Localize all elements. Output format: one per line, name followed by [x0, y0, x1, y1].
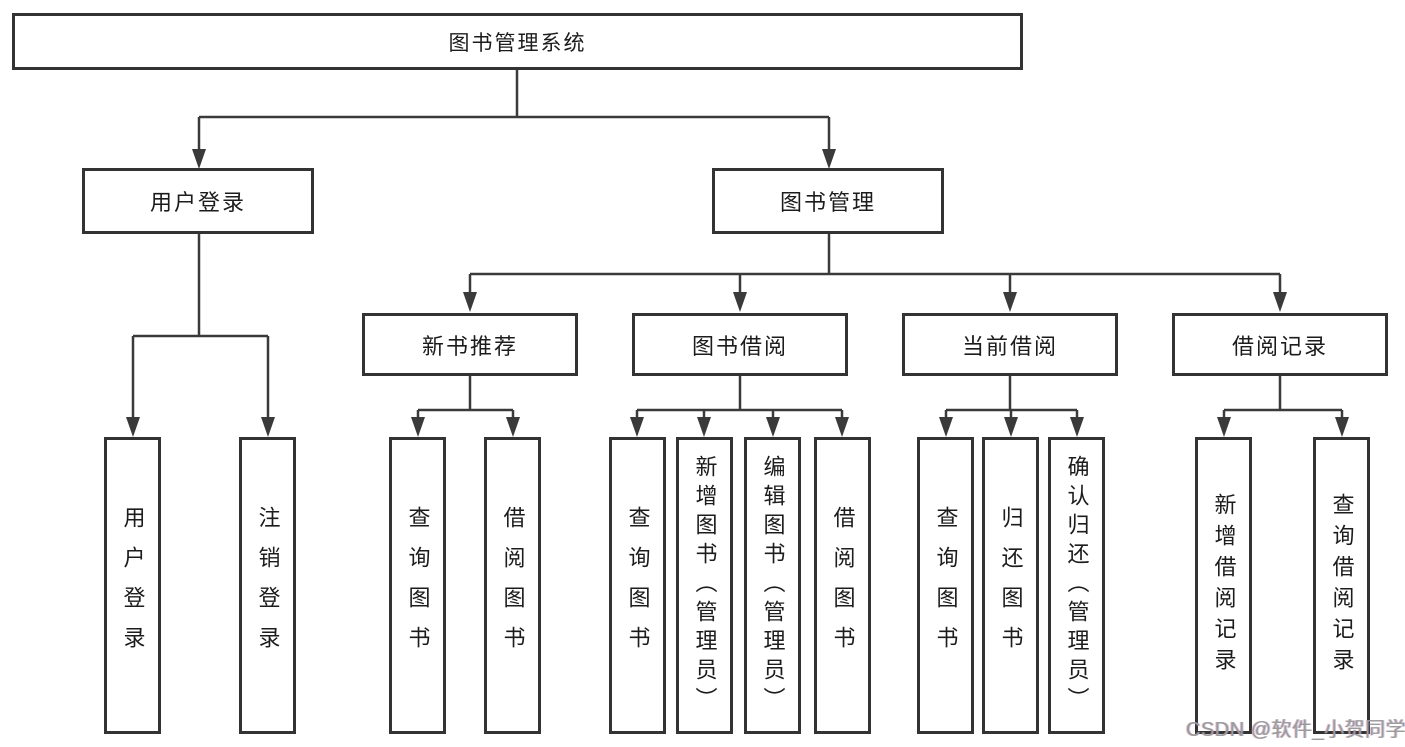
leaf-current-return-label: 归还图书 — [998, 505, 1024, 666]
arrowhead — [835, 417, 849, 437]
arrowhead — [766, 417, 780, 437]
leaf-records-query: 查询借阅记录 — [1313, 437, 1370, 734]
leaf-records-query-label: 查询借阅记录 — [1329, 492, 1355, 679]
leaf-borrow-query: 查询图书 — [609, 437, 666, 734]
leaf-borrow-borrow-label: 借阅图书 — [830, 505, 856, 666]
watermark: CSDN @软件_小贺同学 — [1186, 719, 1405, 741]
leaf-borrow-add-label: 新增图书（管理员） — [692, 455, 718, 716]
arrowhead — [630, 417, 644, 437]
leaf-borrow-edit-label: 编辑图书（管理员） — [760, 455, 786, 716]
node-book-borrow-label: 图书借阅 — [691, 333, 788, 359]
arrowhead — [1217, 417, 1231, 437]
leaf-newbook-query: 查询图书 — [389, 437, 446, 734]
node-user-login-label: 用户登录 — [149, 190, 246, 215]
arrowhead — [463, 292, 477, 312]
leaf-current-confirm: 确认归还（管理员） — [1048, 437, 1105, 734]
node-book-borrow: 图书借阅 — [632, 313, 848, 376]
leaf-records-add: 新增借阅记录 — [1195, 437, 1252, 734]
leaf-current-return: 归还图书 — [982, 437, 1039, 734]
leaf-logout-label: 注销登录 — [255, 505, 281, 666]
leaf-user-login: 用户登录 — [104, 437, 161, 734]
arrowhead — [939, 417, 953, 437]
node-borrow-records-label: 借阅记录 — [1231, 333, 1328, 359]
arrowhead — [1070, 417, 1084, 437]
leaf-current-query-label: 查询图书 — [933, 505, 959, 666]
leaf-logout: 注销登录 — [239, 437, 296, 734]
leaf-borrow-add: 新增图书（管理员） — [676, 437, 733, 734]
leaf-borrow-borrow: 借阅图书 — [814, 437, 871, 734]
arrowheads — [126, 149, 1349, 437]
arrowhead — [733, 292, 747, 312]
arrowhead — [697, 417, 711, 437]
arrowhead — [1003, 292, 1017, 312]
arrowhead — [1335, 417, 1349, 437]
arrowhead — [261, 417, 275, 437]
arrowhead — [411, 417, 425, 437]
leaf-borrow-query-label: 查询图书 — [625, 505, 651, 666]
arrowhead — [192, 149, 206, 169]
leaf-borrow-edit: 编辑图书（管理员） — [744, 437, 801, 734]
node-root: 图书管理系统 — [12, 13, 1023, 70]
leaf-newbook-borrow-label: 借阅图书 — [500, 505, 526, 666]
arrowhead — [1273, 292, 1287, 312]
connector-line — [131, 69, 1344, 419]
leaf-newbook-borrow: 借阅图书 — [484, 437, 541, 734]
node-borrow-records: 借阅记录 — [1172, 313, 1388, 376]
node-root-label: 图书管理系统 — [448, 31, 587, 55]
leaf-current-query: 查询图书 — [917, 437, 974, 734]
node-new-book: 新书推荐 — [362, 313, 578, 376]
node-book-mgmt: 图书管理 — [712, 168, 944, 234]
leaf-newbook-query-label: 查询图书 — [405, 505, 431, 666]
leaf-records-add-label: 新增借阅记录 — [1211, 492, 1237, 679]
node-current-borrow: 当前借阅 — [902, 313, 1118, 376]
node-user-login: 用户登录 — [82, 168, 314, 234]
arrowhead — [506, 417, 520, 437]
arrowhead — [822, 149, 836, 169]
node-new-book-label: 新书推荐 — [421, 333, 518, 359]
arrowhead — [126, 417, 140, 437]
node-current-borrow-label: 当前借阅 — [961, 333, 1058, 359]
leaf-user-login-label: 用户登录 — [120, 505, 146, 666]
node-book-mgmt-label: 图书管理 — [779, 190, 876, 215]
arrowhead — [1004, 417, 1018, 437]
leaf-current-confirm-label: 确认归还（管理员） — [1064, 455, 1090, 716]
